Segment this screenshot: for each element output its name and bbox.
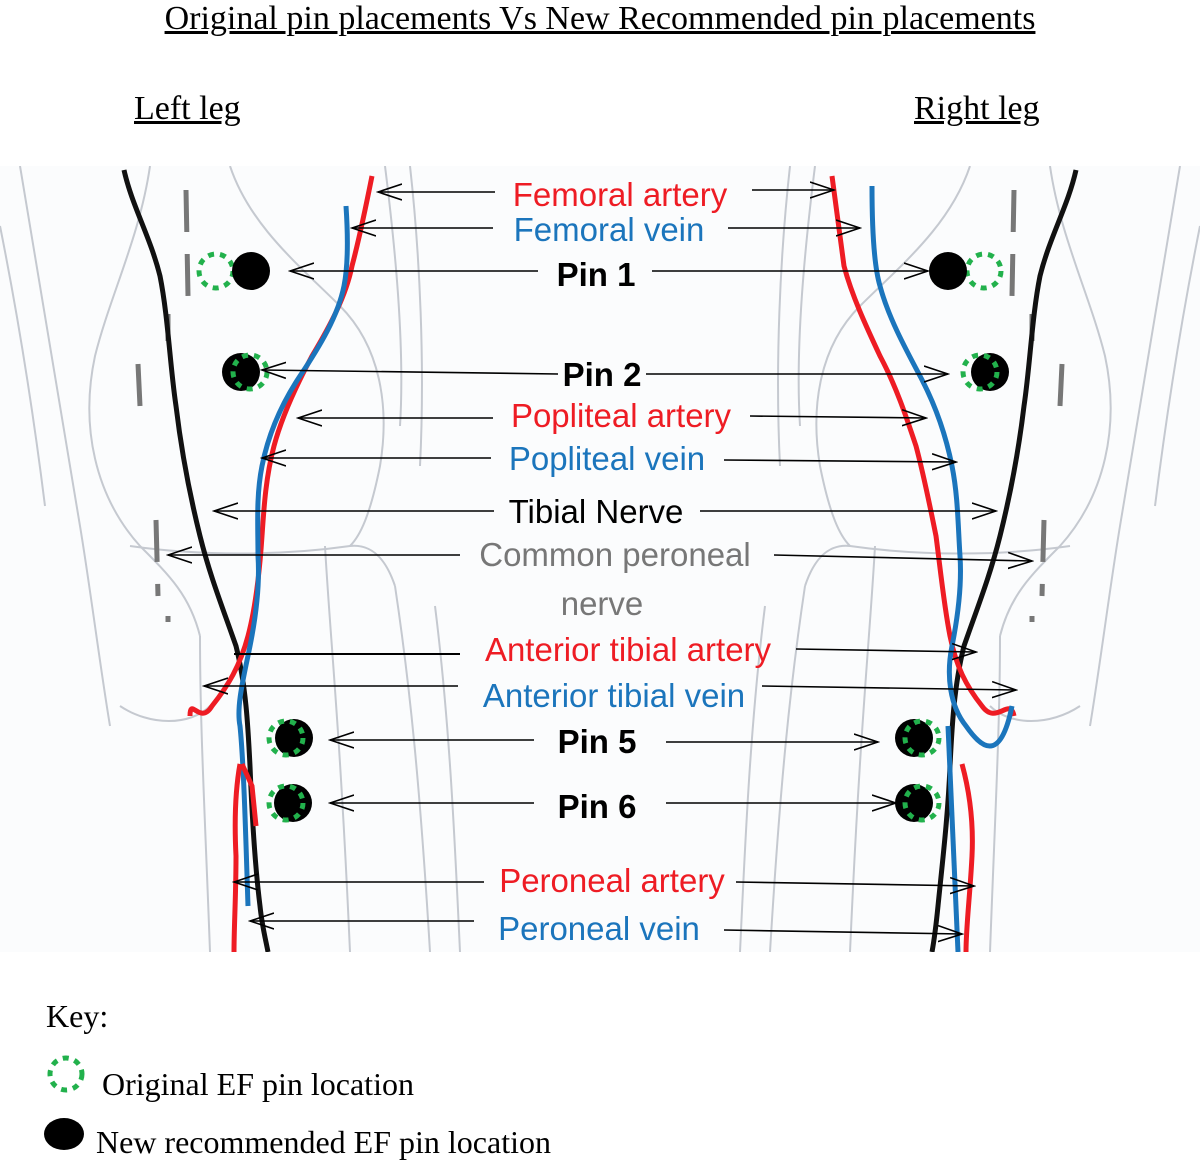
right-peroneal-artery — [959, 763, 975, 952]
new-pin-icon — [44, 1118, 84, 1150]
arrow-popliteal-vein-right — [723, 460, 956, 462]
right-knee-bone-outline — [739, 166, 1200, 952]
right-pin-1 — [929, 251, 1004, 291]
right-peroneal-vein — [945, 725, 961, 952]
label-femoral-artery: Femoral artery — [513, 176, 728, 213]
arrow-peroneal-artery-right — [735, 882, 974, 886]
label-pin-1: Pin 1 — [557, 256, 636, 293]
diagram-background — [0, 166, 1200, 952]
arrow-popliteal-artery-right — [749, 416, 926, 418]
label-tibial-nerve: Tibial Nerve — [509, 493, 684, 530]
knee-anatomy-diagram: Femoral artery Femoral vein Pin 1 Pin 2 … — [0, 166, 1200, 952]
arrow-pin2-left — [262, 370, 559, 374]
left-pin-1 — [196, 251, 270, 291]
right-tibial-nerve — [929, 169, 1079, 952]
right-pin-2 — [960, 352, 1009, 392]
label-common-peroneal-line1: Common peroneal — [479, 536, 750, 573]
label-anterior-tibial-artery: Anterior tibial artery — [485, 631, 772, 668]
right-pin-6 — [895, 783, 942, 823]
left-peroneal-artery-branch — [239, 762, 259, 827]
key-new-label: New recommended EF pin location — [96, 1124, 551, 1160]
label-peroneal-artery: Peroneal artery — [499, 862, 725, 899]
arrow-common-peroneal-right — [773, 555, 1032, 561]
left-pin-6 — [266, 783, 312, 823]
key-original-label: Original EF pin location — [102, 1066, 414, 1102]
label-pin-6: Pin 6 — [558, 788, 637, 825]
right-pin-5 — [895, 718, 942, 758]
left-leg-label: Left leg — [134, 90, 241, 127]
arrows — [168, 190, 1032, 934]
label-pin-2: Pin 2 — [563, 356, 642, 393]
figure-title: Original pin placements Vs New Recommend… — [164, 0, 1036, 37]
right-femoral-artery — [829, 175, 1017, 717]
left-pin-5 — [266, 718, 313, 758]
label-popliteal-artery: Popliteal artery — [511, 397, 732, 434]
label-peroneal-vein: Peroneal vein — [498, 910, 700, 947]
left-peroneal-artery — [231, 763, 243, 952]
label-pin-5: Pin 5 — [558, 723, 637, 760]
right-leg-label: Right leg — [914, 90, 1040, 127]
arrow-anterior-tibial-artery-right — [795, 649, 976, 652]
left-tibial-nerve — [121, 169, 271, 952]
left-femoral-vein — [236, 205, 350, 907]
label-popliteal-vein: Popliteal vein — [509, 440, 705, 477]
label-anterior-tibial-vein: Anterior tibial vein — [483, 677, 745, 714]
original-pin-icon — [47, 1055, 85, 1093]
key-legend: Key: Original EF pin location New recomm… — [0, 990, 1200, 1161]
key-title: Key: — [46, 998, 109, 1034]
label-common-peroneal-line2: nerve — [561, 585, 644, 622]
arrow-peroneal-vein-right — [723, 930, 962, 934]
label-femoral-vein: Femoral vein — [514, 211, 705, 248]
arrow-anterior-tibial-vein-right — [761, 686, 1016, 690]
